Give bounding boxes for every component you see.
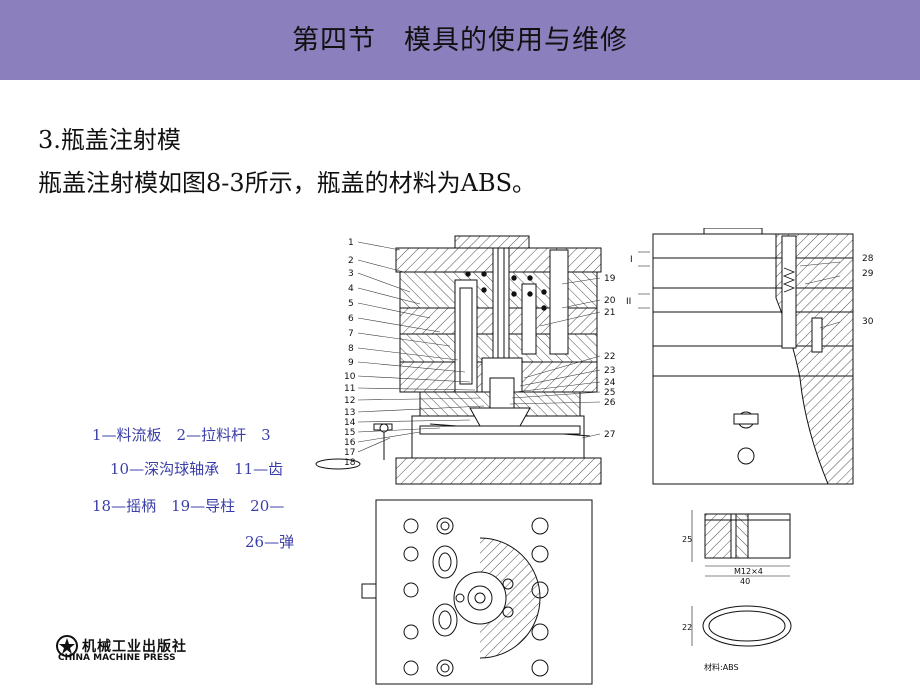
part-dimensions: 25 M12×4 40 22 材料:ABS xyxy=(682,535,763,672)
svg-text:25: 25 xyxy=(682,535,692,544)
svg-text:5: 5 xyxy=(348,299,354,309)
svg-text:2: 2 xyxy=(348,256,354,266)
plan-view xyxy=(361,499,593,685)
svg-text:8: 8 xyxy=(348,344,354,354)
legend-line-1: 1—料流板 2—拉料杆 3 xyxy=(92,426,271,444)
svg-text:I: I xyxy=(630,255,633,265)
svg-text:14: 14 xyxy=(344,418,356,428)
svg-text:30: 30 xyxy=(862,317,874,327)
svg-text:10: 10 xyxy=(344,372,356,382)
svg-text:II: II xyxy=(626,297,631,307)
publisher-name-en: CHINA MACHINE PRESS xyxy=(58,653,176,663)
slide-title: 第四节 模具的使用与维修 xyxy=(292,25,628,56)
legend-line-3: 18—摇柄 19—导柱 20— xyxy=(92,497,285,515)
svg-text:20: 20 xyxy=(604,296,616,306)
svg-text:7: 7 xyxy=(348,329,354,339)
svg-text:12: 12 xyxy=(344,396,355,406)
svg-text:13: 13 xyxy=(344,408,355,418)
title-bar: 第四节 模具的使用与维修 xyxy=(0,0,920,80)
section-heading: 3.瓶盖注射模 xyxy=(38,126,181,154)
svg-text:26: 26 xyxy=(604,398,616,408)
legend-line-2: 10—深沟球轴承 11—齿 xyxy=(110,460,284,478)
svg-text:19: 19 xyxy=(604,274,616,284)
svg-text:1: 1 xyxy=(348,238,354,248)
svg-text:27: 27 xyxy=(604,430,615,440)
side-labels: 28 29 30 I II xyxy=(626,254,874,327)
svg-text:11: 11 xyxy=(344,384,355,394)
svg-text:M12×4: M12×4 xyxy=(734,567,763,576)
publisher-name-cn: 机械工业出版社 xyxy=(82,639,187,655)
svg-text:6: 6 xyxy=(348,314,354,324)
side-section-view xyxy=(652,228,854,485)
publisher-logo-icon xyxy=(56,635,78,657)
svg-text:22: 22 xyxy=(604,352,615,362)
svg-text:24: 24 xyxy=(604,378,616,388)
svg-text:21: 21 xyxy=(604,308,615,318)
right-leaders xyxy=(509,277,601,439)
left-leaders xyxy=(357,241,485,453)
svg-text:4: 4 xyxy=(348,284,354,294)
side-leaders xyxy=(638,251,841,329)
svg-text:23: 23 xyxy=(604,366,615,376)
svg-text:25: 25 xyxy=(604,388,615,398)
svg-text:18: 18 xyxy=(344,458,356,468)
svg-text:22: 22 xyxy=(682,623,692,632)
svg-text:29: 29 xyxy=(862,269,874,279)
svg-text:28: 28 xyxy=(862,254,874,264)
svg-text:9: 9 xyxy=(348,358,354,368)
legend-line-4: 26—弹 xyxy=(245,533,295,551)
svg-text:17: 17 xyxy=(344,448,355,458)
svg-text:40: 40 xyxy=(740,577,750,586)
svg-text:16: 16 xyxy=(344,438,356,448)
svg-text:3: 3 xyxy=(348,269,354,279)
part-detail xyxy=(691,510,792,647)
description-text: 瓶盖注射模如图8-3所示，瓶盖的材料为ABS。 xyxy=(38,169,537,197)
svg-text:材料:ABS: 材料:ABS xyxy=(704,662,739,672)
svg-text:15: 15 xyxy=(344,428,355,438)
